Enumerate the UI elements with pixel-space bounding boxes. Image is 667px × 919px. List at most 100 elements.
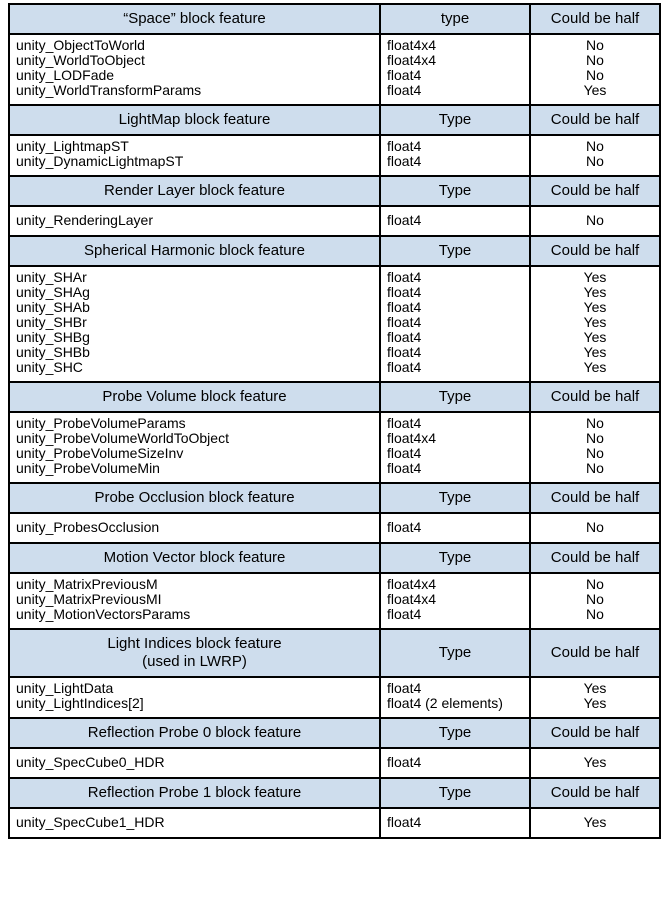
feature-name-cell-value: unity_RenderingLayer [16, 212, 153, 228]
table-row: unity_RenderingLayer float4 No [8, 205, 661, 237]
section-header-half-label: Could be half [529, 235, 661, 267]
feature-type-cell-value: float4 [387, 359, 422, 375]
section-header-half-label: Could be half [529, 3, 661, 35]
section-header-title-line: LightMap block feature [118, 111, 271, 128]
section-header-title: Probe Occlusion block feature [8, 482, 381, 514]
feature-half-cell: Yes [529, 807, 661, 839]
feature-type-cell-value: float4 [387, 299, 422, 315]
section-header-title: “Space” block feature [8, 3, 381, 35]
section-header-half-label: Could be half [529, 542, 661, 574]
section-header-title-line: Render Layer block feature [104, 182, 285, 199]
section-header-type-label: Type [379, 381, 531, 413]
feature-type-cell-value: float4 [387, 138, 422, 154]
section-header-title-line: “Space” block feature [123, 10, 266, 27]
feature-type-cell-value: float4 [387, 314, 422, 330]
section-header-title-line: Spherical Harmonic block feature [84, 242, 305, 259]
feature-name-cell-value: unity_WorldToObject [16, 52, 145, 68]
section-header-title: Probe Volume block feature [8, 381, 381, 413]
feature-name-cell-value: unity_SHAb [16, 299, 90, 315]
feature-half-cell-value: No [586, 445, 604, 461]
section-header-title-line: Reflection Probe 0 block feature [87, 724, 302, 741]
section-header-half-label: Could be half [529, 381, 661, 413]
feature-half-cell-value: Yes [583, 314, 607, 330]
section-header-type-label: Type [379, 717, 531, 749]
section-header-title: Render Layer block feature [8, 175, 381, 207]
section-header-title-line: Reflection Probe 1 block feature [87, 784, 302, 801]
feature-name-cell-value: unity_ProbeVolumeMin [16, 460, 160, 476]
feature-type-cell-value: float4x4 [387, 52, 437, 68]
feature-half-cell-value: No [586, 153, 604, 169]
section-header-type-label: Type [379, 175, 531, 207]
section-header-title-line: Motion Vector block feature [103, 549, 286, 566]
feature-type-cell-value: float4 [387, 269, 422, 285]
feature-half-cell-value: No [586, 138, 604, 154]
feature-type-cell-value: float4x4 [387, 37, 437, 53]
feature-half-cell-value: Yes [583, 329, 607, 345]
feature-type-cell: float4 [379, 512, 531, 544]
feature-name-cell-value: unity_ObjectToWorld [16, 37, 145, 53]
feature-name-cell-value: unity_SHBr [16, 314, 87, 330]
feature-name-cell: unity_SpecCube0_HDR [8, 747, 381, 779]
section-header-type-label: Type [379, 104, 531, 136]
feature-half-cell-value: Yes [583, 269, 607, 285]
feature-half-cell-value: Yes [583, 695, 607, 711]
section-header-title-line: Probe Volume block feature [102, 388, 287, 405]
feature-half-cell-value: No [586, 415, 604, 431]
feature-type-cell-value: float4 [387, 519, 422, 535]
feature-half-cell-value: Yes [583, 82, 607, 98]
feature-name-cell-value: unity_SHBb [16, 344, 90, 360]
section-header-type-label: type [379, 3, 531, 35]
section-header-half-label: Could be half [529, 777, 661, 809]
feature-half-cell-value: No [586, 52, 604, 68]
feature-name-cell-value: unity_ProbeVolumeWorldToObject [16, 430, 229, 446]
section-header-subtitle-line: (used in LWRP) [142, 653, 247, 670]
feature-name-cell: unity_ProbesOcclusion [8, 512, 381, 544]
feature-name-cell-value: unity_DynamicLightmapST [16, 153, 184, 169]
section-header-type-label: Type [379, 777, 531, 809]
feature-name-cell-value: unity_WorldTransformParams [16, 82, 202, 98]
feature-type-cell: float4 [379, 807, 531, 839]
section-header-title: Light Indices block feature(used in LWRP… [8, 628, 381, 678]
feature-name-cell-value: unity_SHAr [16, 269, 87, 285]
section-header-row: Light Indices block feature(used in LWRP… [8, 628, 661, 678]
section-header-title: Spherical Harmonic block feature [8, 235, 381, 267]
feature-half-cell-value: No [586, 460, 604, 476]
feature-type-cell-value: float4 [387, 212, 422, 228]
feature-half-cell: No [529, 205, 661, 237]
feature-half-cell-value: No [586, 591, 604, 607]
feature-type-cell-value: float4x4 [387, 576, 437, 592]
feature-half-cell-value: No [586, 37, 604, 53]
feature-name-cell-value: unity_SHAg [16, 284, 90, 300]
section-header-title: LightMap block feature [8, 104, 381, 136]
feature-name-cell-value: unity_SpecCube1_HDR [16, 814, 165, 830]
feature-type-cell-value: float4 [387, 754, 422, 770]
feature-type-cell-value: float4 [387, 329, 422, 345]
feature-name-cell-value: unity_SHBg [16, 329, 90, 345]
section-header-title: Motion Vector block feature [8, 542, 381, 574]
feature-name-cell-value: unity_MotionVectorsParams [16, 606, 191, 622]
feature-half-cell-value: Yes [583, 299, 607, 315]
section-header-half-label: Could be half [529, 175, 661, 207]
feature-half-cell-value: No [586, 606, 604, 622]
feature-half-cell-value: Yes [583, 344, 607, 360]
section-header-half-label: Could be half [529, 717, 661, 749]
section-header-type-label: Type [379, 628, 531, 678]
feature-half-cell-value: Yes [583, 284, 607, 300]
feature-half-cell-value: No [586, 576, 604, 592]
